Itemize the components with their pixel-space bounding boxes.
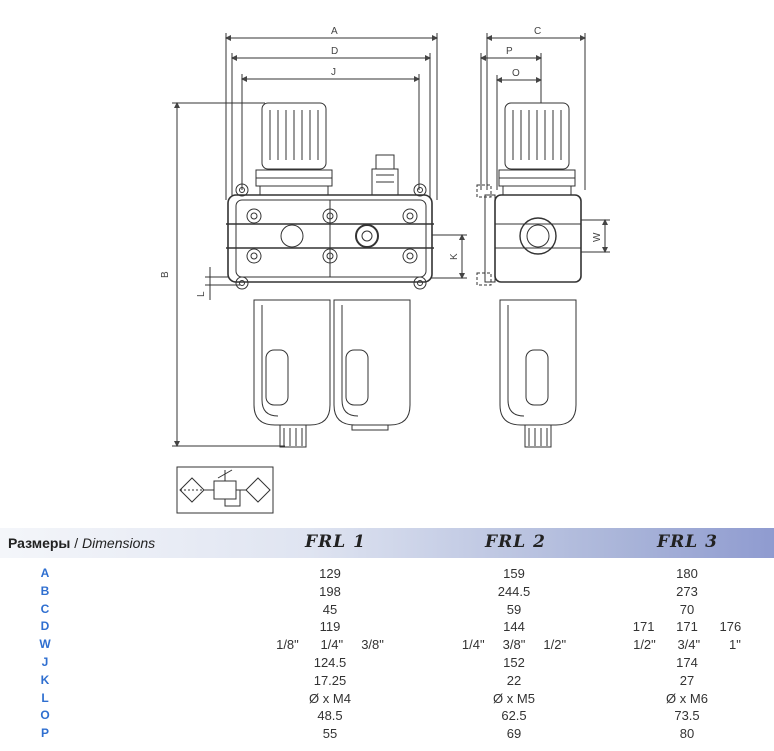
row-key: D (40, 619, 50, 634)
value-frl3: Ø x M6 (666, 690, 708, 706)
dimension-a (225, 33, 438, 200)
label-d: D (331, 46, 338, 57)
row-key: P (40, 726, 49, 741)
value-frl1: 198 (319, 583, 341, 599)
value-frl3: 70 (679, 601, 695, 617)
value-frl2: Ø x M5 (493, 690, 535, 706)
value-frl2: 159 (503, 566, 525, 581)
value-frl1: 48.5 (317, 708, 343, 724)
model-frl3: FRL 3 (657, 532, 718, 552)
value-frl2: 1/4" 3/8" 1/2" (461, 637, 567, 653)
value-frl3: 174 (676, 654, 698, 670)
label-a: A (331, 26, 338, 37)
value-frl2: 62.5 (501, 708, 527, 724)
value-frl3: 171 171 176 (632, 619, 742, 635)
value-frl2: 69 (506, 726, 522, 742)
table-row: L Ø x M4 Ø x M5 Ø x M6 (0, 691, 774, 709)
table-row: W 1/8" 1/4" 3/8" 1/4" 3/8" 1/2" 1/2" 3/4… (0, 637, 774, 655)
value-frl1: 124.5 (313, 654, 347, 670)
value-frl1: 1/8" 1/4" 3/8" (276, 637, 384, 653)
table-row: A 129 159 180 (0, 566, 774, 584)
value-frl3: 1/2" 3/4" 1" (633, 637, 741, 653)
filter-bowl (253, 299, 331, 448)
row-key: A (40, 566, 50, 580)
table-row: B 198 244.5 273 (0, 584, 774, 602)
lubricator-bowl (333, 299, 411, 431)
row-key: J (41, 654, 49, 669)
table-row: C 45 59 70 (0, 602, 774, 620)
value-frl2: 144 (503, 619, 525, 635)
fitting (371, 154, 399, 196)
row-key: K (40, 672, 50, 687)
value-frl3: 73.5 (674, 708, 700, 724)
table-row: D 119 144 171 171 176 (0, 619, 774, 637)
label-j: J (331, 67, 336, 78)
dimension-k (430, 234, 467, 279)
value-frl3: 273 (676, 583, 698, 599)
model-frl1: FRL 1 (305, 532, 366, 552)
value-frl2: 152 (503, 654, 525, 670)
body-block (226, 183, 434, 290)
dimension-j (241, 74, 420, 190)
label-p: P (506, 46, 513, 57)
table-row: O 48.5 62.5 73.5 (0, 708, 774, 726)
label-l: L (196, 291, 207, 297)
table-row: J 124.5 152 174 (0, 655, 774, 673)
label-k: K (449, 253, 460, 260)
value-frl2: 59 (506, 601, 522, 617)
value-frl1: 45 (322, 601, 338, 617)
dimension-b (172, 102, 285, 447)
label-w: W (592, 232, 603, 242)
dimension-o (496, 75, 542, 190)
pneumatic-symbol (176, 466, 274, 514)
label-c: C (534, 26, 541, 37)
value-frl1: 129 (319, 566, 341, 581)
row-key: O (40, 708, 50, 723)
dimension-w (580, 219, 610, 253)
value-frl3: 27 (679, 672, 695, 688)
table-title: Размеры / Dimensions (8, 535, 155, 551)
title-separator: / (70, 535, 83, 551)
dimension-d (231, 53, 431, 200)
dimensions-header: Размеры / Dimensions FRL 1 FRL 2 FRL 3 (0, 528, 774, 558)
model-frl2: FRL 2 (485, 532, 546, 552)
dimensions-table: A 129 159 180 B 198 244.5 273 C 45 59 70… (0, 566, 774, 744)
row-key: W (39, 637, 51, 652)
title-ru: Размеры (8, 535, 71, 551)
side-view (476, 102, 582, 448)
dimension-labels: A D J B L K C P O W (160, 26, 603, 297)
row-key: C (40, 601, 50, 616)
value-frl1: 119 (319, 619, 341, 635)
value-frl2: 244.5 (497, 583, 531, 599)
title-en: Dimensions (82, 535, 156, 551)
label-b: B (160, 271, 171, 278)
value-frl1: 17.25 (313, 672, 347, 688)
value-frl3: 80 (679, 726, 695, 742)
table-row: K 17.25 22 27 (0, 673, 774, 691)
table-row: P 55 69 80 (0, 726, 774, 744)
regulator-knob (255, 102, 333, 197)
value-frl3: 180 (676, 566, 698, 581)
value-frl1: 55 (322, 726, 338, 742)
row-key: L (41, 690, 49, 705)
value-frl2: 22 (506, 672, 522, 688)
value-frl1: Ø x M4 (309, 690, 351, 706)
label-o: O (512, 68, 520, 79)
technical-drawing: A D J B L K C P O W (160, 26, 610, 514)
row-key: B (40, 583, 50, 598)
